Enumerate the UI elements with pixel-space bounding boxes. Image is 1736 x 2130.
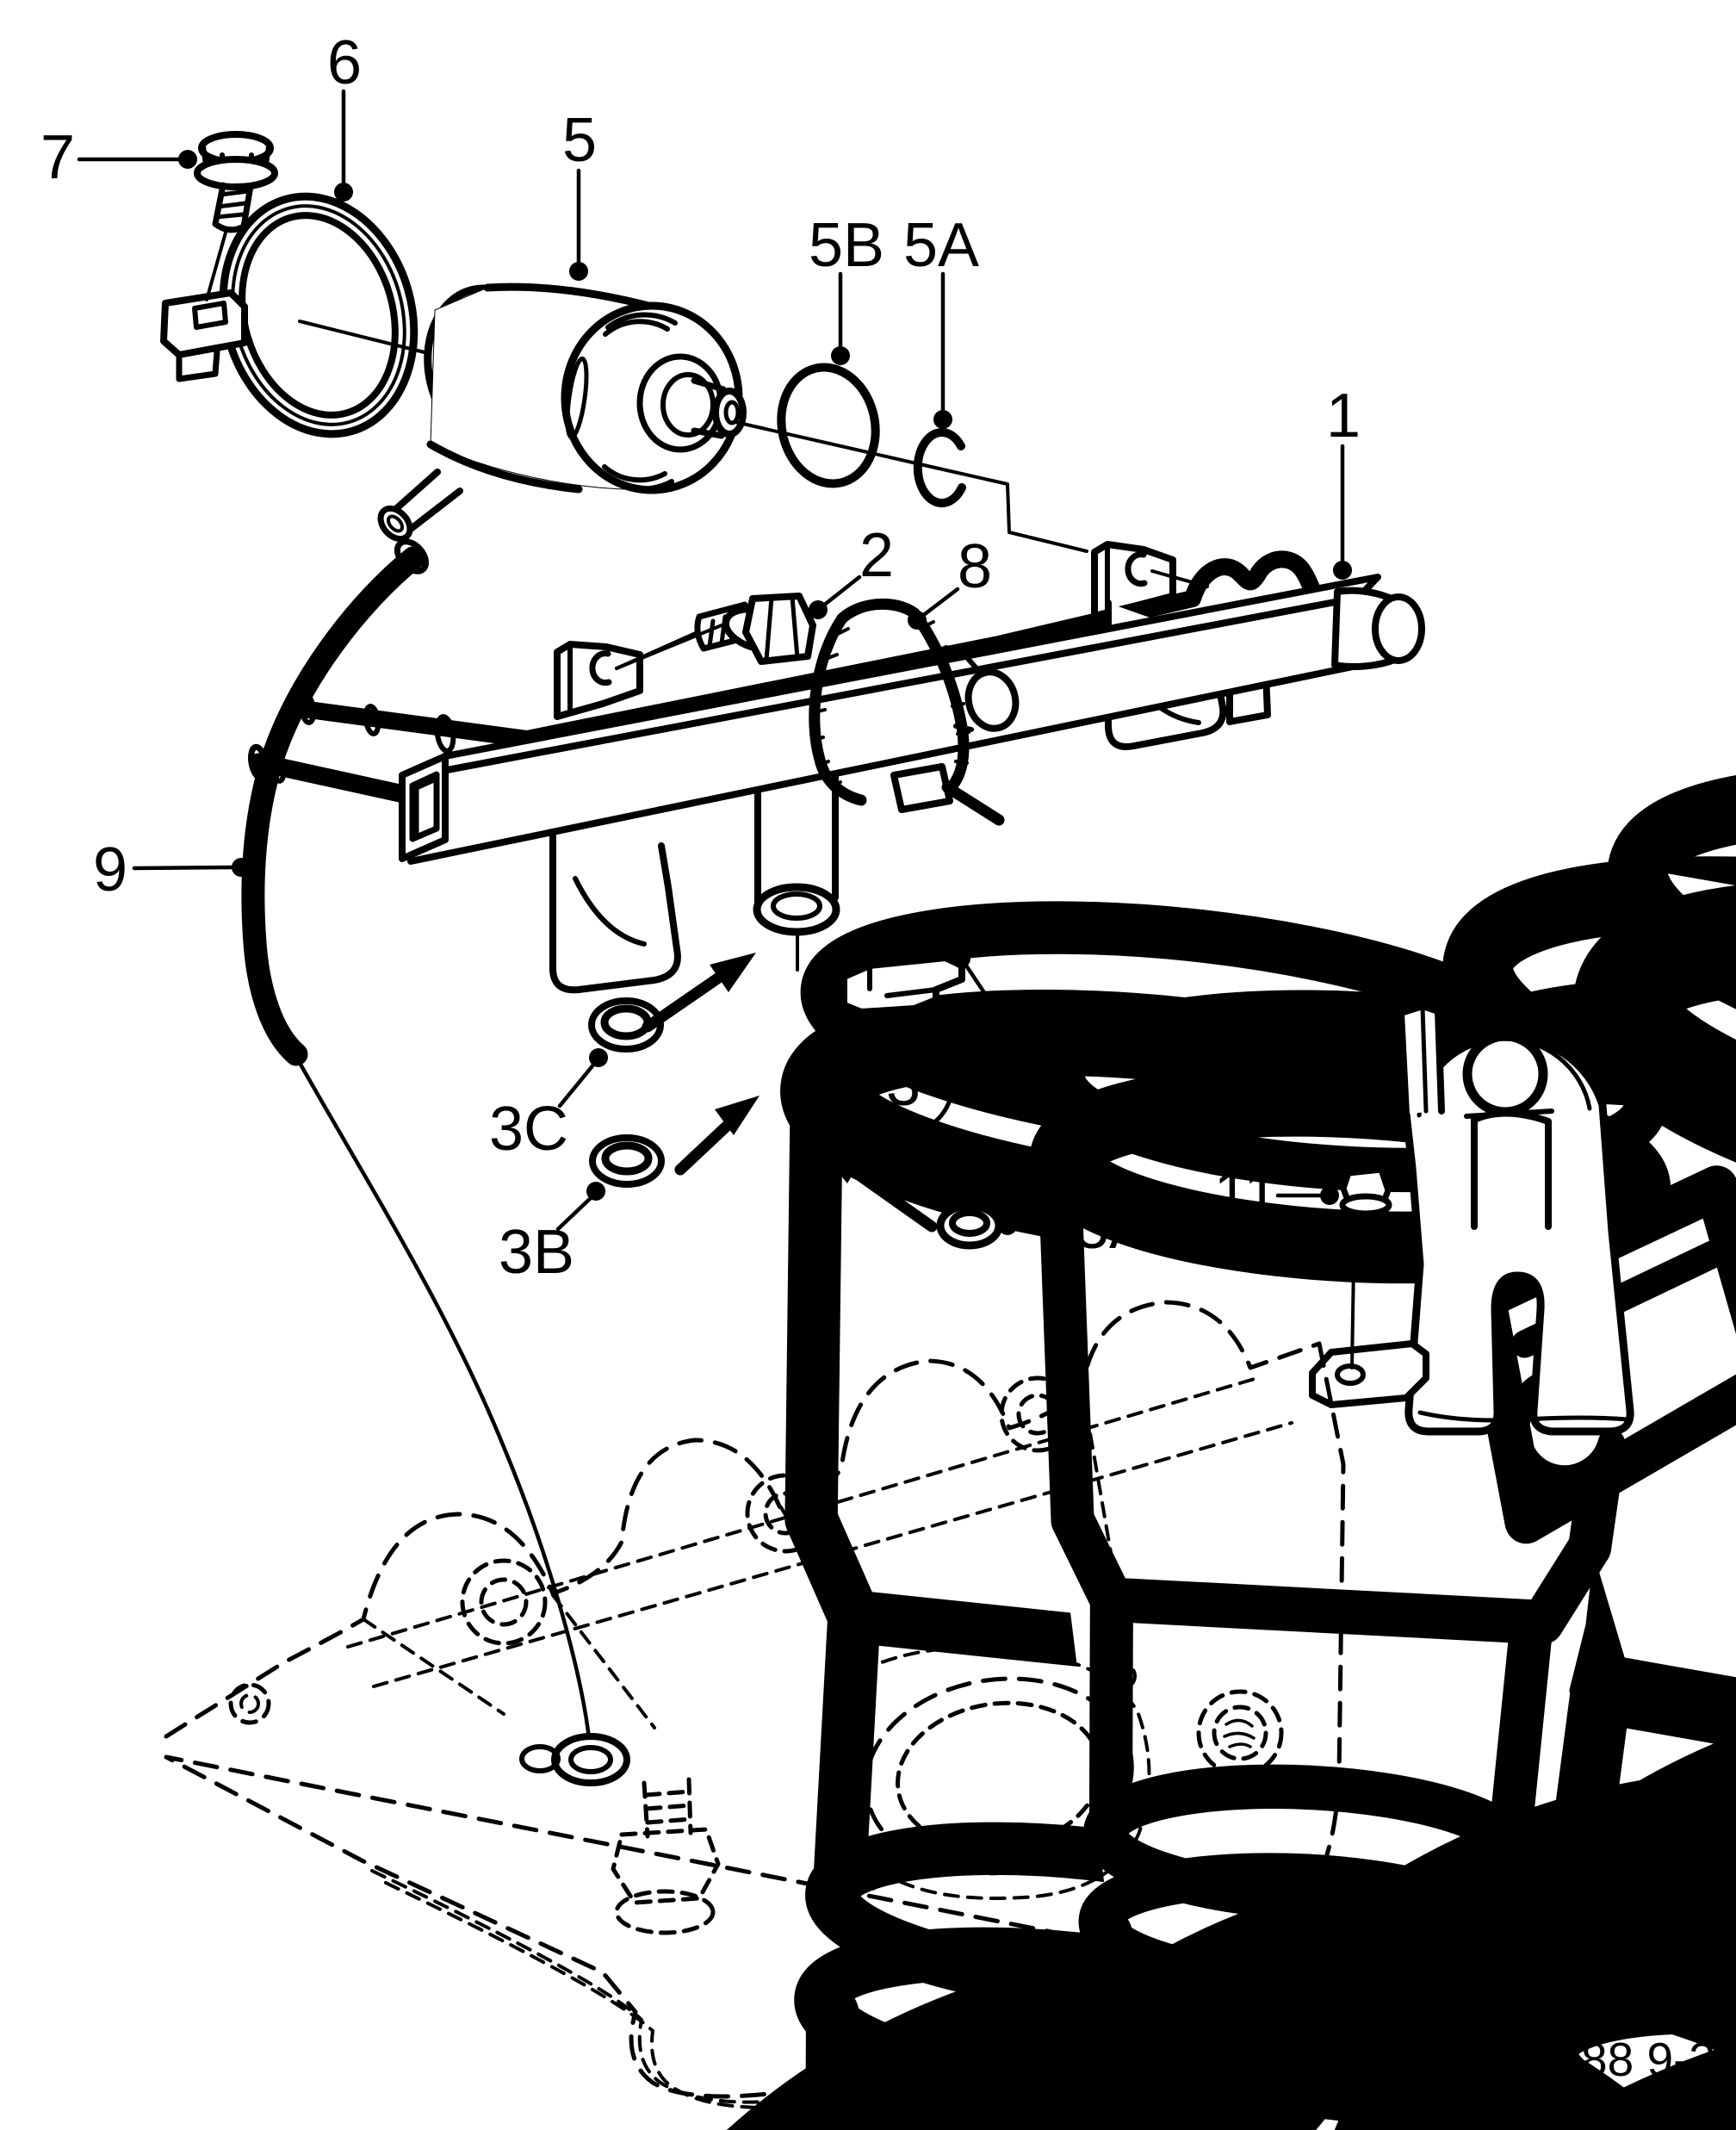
o-ring-3c: [588, 997, 664, 1053]
callout-5B-label: 5B: [809, 211, 884, 280]
callout-3C-dot: [589, 1048, 608, 1067]
callout-5-label: 5: [562, 106, 597, 175]
callout-3C-leader: [557, 1060, 598, 1108]
callout-5A-dot: [933, 410, 952, 429]
bolt-11: [1339, 1166, 1392, 1265]
manifold-stud: [611, 1777, 721, 1935]
callout-11-label: 11: [1214, 1159, 1279, 1228]
hose-routing-line: [297, 1060, 592, 1741]
callout-9-dot: [232, 858, 251, 877]
callout-1-label: 1: [1326, 382, 1361, 450]
callout-3A-label: 3A: [1075, 1193, 1150, 1262]
retaining-clip: [840, 954, 965, 1015]
callout-3B-dot: [586, 1182, 605, 1201]
callout-2-dot: [809, 600, 828, 619]
callout-8-label: 8: [958, 532, 992, 601]
callout-11-dot: [1320, 1186, 1339, 1205]
clamp: [160, 192, 430, 438]
o-ring-3b: [589, 1134, 665, 1188]
callout-3-label: 3: [886, 1050, 921, 1119]
callout-9-leader: [132, 865, 237, 871]
callout-8-leader: [919, 587, 960, 619]
callout-5-dot: [569, 262, 588, 281]
injector-port-cup: [753, 770, 840, 972]
callout-2-leader: [820, 574, 862, 609]
manifold-hole-eyelet: [519, 1733, 630, 1786]
bracket-10: [1309, 1003, 1634, 1436]
rail-mounting-ear-right: [1091, 541, 1209, 619]
o-ring-5a: [913, 428, 966, 507]
pressure-regulator: [377, 283, 1088, 553]
callout-3B-leader: [555, 1194, 595, 1232]
figure-code: C0288 9-3: [1494, 2033, 1715, 2086]
callout-1-dot: [1333, 561, 1352, 580]
bolt-2: [615, 593, 816, 670]
intake-manifold: [164, 1300, 1736, 2130]
callout-10-dot: [1382, 1074, 1401, 1093]
callout-5A-label: 5A: [903, 211, 979, 280]
callout-7-dot: [178, 150, 197, 169]
bolt-7: [194, 131, 278, 301]
callout-8-dot: [908, 611, 927, 630]
callout-3C-label: 3C: [489, 1095, 568, 1164]
callout-7-label: 7: [40, 123, 75, 192]
callout-10-label: 10: [1211, 1052, 1280, 1121]
rail-mounting-ear-left: [554, 624, 723, 720]
callout-4-dot: [952, 949, 970, 968]
fuel-rail: [399, 574, 1425, 865]
assembly-arrows: [642, 953, 938, 1233]
figure-revision: 02/0675: [1544, 2077, 1715, 2130]
callout-3A-dot: [998, 1216, 1017, 1235]
o-ring-3a: [936, 1202, 1003, 1250]
callout-3B-label: 3B: [499, 1218, 574, 1287]
fuel-hose: [241, 538, 430, 1066]
cable-tie: [809, 598, 1005, 826]
callout-2-label: 2: [859, 521, 894, 590]
callout-5B-dot: [831, 346, 850, 365]
o-ring-5b: [777, 363, 880, 488]
callout-6-label: 6: [327, 28, 362, 97]
callout-6-dot: [334, 183, 353, 202]
callout-9-label: 9: [93, 835, 127, 904]
callout-4-leader: [962, 960, 995, 1007]
callout-3-circle: [852, 1033, 955, 1136]
callout-4-label: 4: [999, 992, 1033, 1061]
